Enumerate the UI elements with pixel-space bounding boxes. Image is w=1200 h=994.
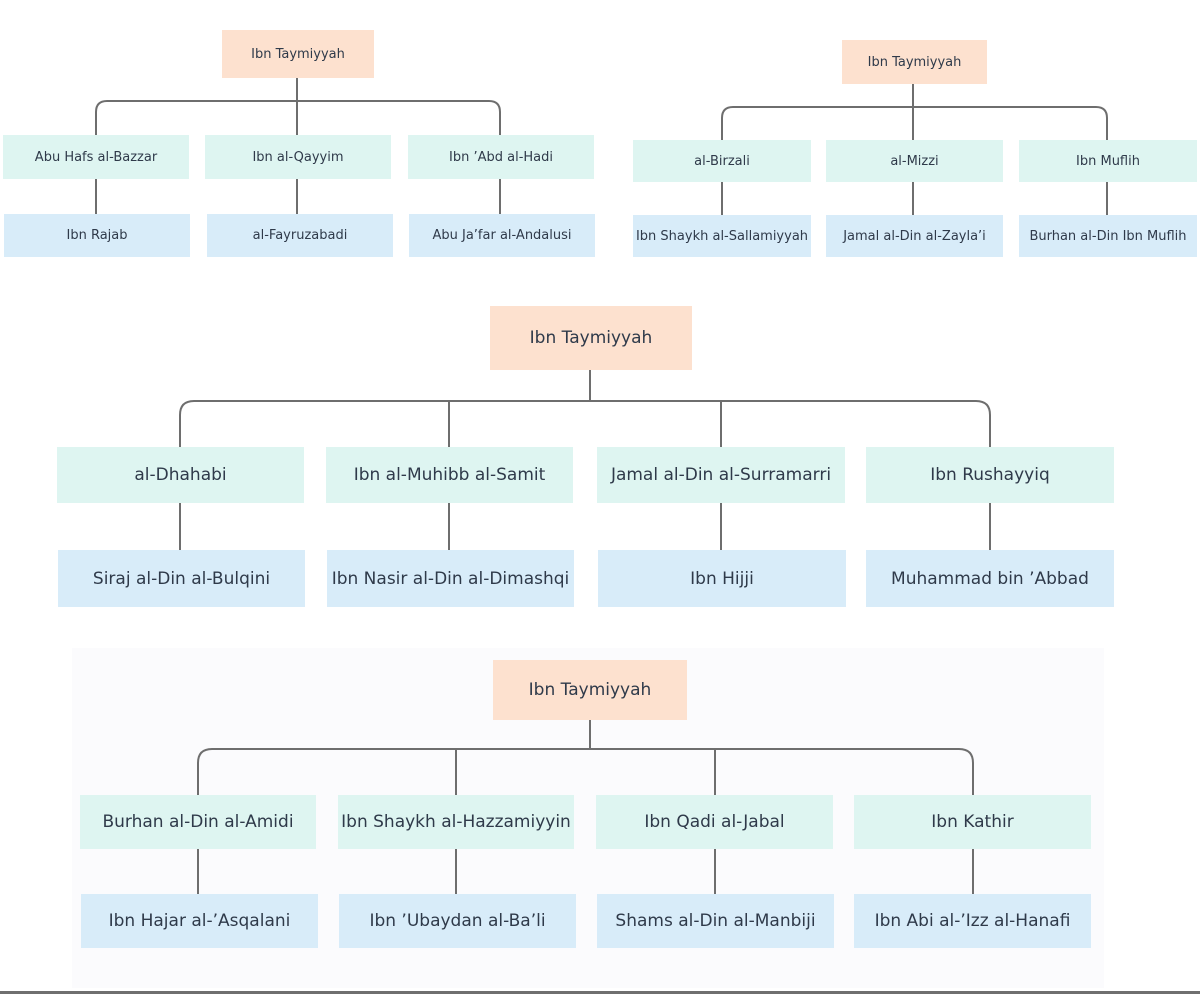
tree-1-grand-student-1: Ibn Rajab: [4, 214, 190, 257]
tree-3-student-1-label: al-Dhahabi: [134, 465, 227, 485]
tree-4-student-1: Burhan al-Din al-Amidi: [80, 795, 316, 849]
tree-3-grand-student-1: Siraj al-Din al-Bulqini: [58, 550, 305, 607]
tree-4-grand-student-4: Ibn Abi al-’Izz al-Hanafi: [854, 894, 1091, 948]
tree-2-student-2-label: al-Mizzi: [890, 153, 939, 169]
tree-3-student-4-label: Ibn Rushayyiq: [930, 465, 1050, 485]
tree-3-student-2: Ibn al-Muhibb al-Samit: [326, 447, 573, 503]
bottom-divider: [0, 991, 1200, 994]
tree-3-student-3: Jamal al-Din al-Surramarri: [597, 447, 845, 503]
tree-3-grand-student-3-label: Ibn Hijji: [690, 568, 754, 589]
tree-3-grand-student-2-label: Ibn Nasir al-Din al-Dimashqi: [331, 568, 570, 589]
tree-2-grand-student-3-label: Burhan al-Din Ibn Muflih: [1029, 228, 1187, 244]
tree-2-grand-student-1-label: Ibn Shaykh al-Sallamiyyah: [635, 228, 809, 244]
tree-4-student-3: Ibn Qadi al-Jabal: [596, 795, 833, 849]
tree-2-root: Ibn Taymiyyah: [842, 40, 987, 84]
tree-3-grand-student-4-label: Muhammad bin ’Abbad: [891, 568, 1089, 589]
tree-4-connectors: [197, 720, 974, 894]
tree-3-grand-student-4: Muhammad bin ’Abbad: [866, 550, 1114, 607]
tree-2-grand-student-3: Burhan al-Din Ibn Muflih: [1019, 215, 1197, 257]
tree-4-grand-student-2-label: Ibn ’Ubaydan al-Ba’li: [369, 911, 546, 931]
tree-1-student-1: Abu Hafs al-Bazzar: [3, 135, 189, 179]
tree-3-student-2-label: Ibn al-Muhibb al-Samit: [353, 465, 546, 485]
tree-2-student-3: Ibn Muflih: [1019, 140, 1197, 182]
tree-1-grand-student-1-label: Ibn Rajab: [66, 228, 128, 243]
tree-2-grand-student-2-label: Jamal al-Din al-Zayla’i: [843, 228, 986, 244]
tree-3-root-label: Ibn Taymiyyah: [529, 328, 653, 348]
tree-1-student-3-label: Ibn ’Abd al-Hadi: [449, 149, 553, 165]
tree-2-root-label: Ibn Taymiyyah: [867, 54, 962, 70]
tree-3-grand-student-1-label: Siraj al-Din al-Bulqini: [92, 568, 271, 589]
tree-4-root: Ibn Taymiyyah: [493, 660, 687, 720]
tree-1-grand-student-3-label: Abu Ja’far al-Andalusi: [432, 228, 572, 243]
tree-1-student-2-label: Ibn al-Qayyim: [252, 149, 344, 165]
tree-3-grand-student-3: Ibn Hijji: [598, 550, 846, 607]
tree-1-grand-student-2: al-Fayruzabadi: [207, 214, 393, 257]
tree-1-connectors: [95, 78, 501, 214]
tree-4-student-2: Ibn Shaykh al-Hazzamiyyin: [338, 795, 574, 849]
tree-4-student-2-label: Ibn Shaykh al-Hazzamiyyin: [341, 812, 571, 832]
tree-4-grand-student-3-label: Shams al-Din al-Manbiji: [615, 911, 816, 931]
tree-3-student-4: Ibn Rushayyiq: [866, 447, 1114, 503]
tree-4-grand-student-2: Ibn ’Ubaydan al-Ba’li: [339, 894, 576, 948]
tree-4-grand-student-3: Shams al-Din al-Manbiji: [597, 894, 834, 948]
tree-4-student-1-label: Burhan al-Din al-Amidi: [102, 812, 294, 832]
tree-4-root-label: Ibn Taymiyyah: [528, 680, 652, 700]
tree-4-student-4-label: Ibn Kathir: [931, 812, 1014, 832]
tree-4-grand-student-1: Ibn Hajar al-’Asqalani: [81, 894, 318, 948]
tree-2-student-1: al-Birzali: [633, 140, 811, 182]
tree-2-grand-student-1: Ibn Shaykh al-Sallamiyyah: [633, 215, 811, 257]
tree-3-student-1: al-Dhahabi: [57, 447, 304, 503]
tree-3-grand-student-2: Ibn Nasir al-Din al-Dimashqi: [327, 550, 574, 607]
tree-4-student-3-label: Ibn Qadi al-Jabal: [644, 812, 785, 832]
tree-1-student-3: Ibn ’Abd al-Hadi: [408, 135, 594, 179]
tree-2-student-1-label: al-Birzali: [694, 153, 750, 169]
tree-2-connectors: [721, 84, 1108, 215]
tree-4-grand-student-4-label: Ibn Abi al-’Izz al-Hanafi: [874, 911, 1071, 931]
tree-2-grand-student-2: Jamal al-Din al-Zayla’i: [826, 215, 1003, 257]
tree-3-root: Ibn Taymiyyah: [490, 306, 692, 370]
tree-1-root: Ibn Taymiyyah: [222, 30, 374, 78]
tree-4-student-4: Ibn Kathir: [854, 795, 1091, 849]
tree-1-student-1-label: Abu Hafs al-Bazzar: [34, 149, 158, 165]
tree-2-student-2: al-Mizzi: [826, 140, 1003, 182]
tree-1-grand-student-2-label: al-Fayruzabadi: [252, 228, 348, 243]
tree-3-student-3-label: Jamal al-Din al-Surramarri: [610, 465, 832, 485]
tree-1-student-2: Ibn al-Qayyim: [205, 135, 391, 179]
tree-3-connectors: [179, 370, 991, 550]
tree-2-student-3-label: Ibn Muflih: [1076, 153, 1140, 169]
tree-1-root-label: Ibn Taymiyyah: [251, 46, 345, 62]
tree-4-grand-student-1-label: Ibn Hajar al-’Asqalani: [108, 911, 291, 931]
tree-1-grand-student-3: Abu Ja’far al-Andalusi: [409, 214, 595, 257]
